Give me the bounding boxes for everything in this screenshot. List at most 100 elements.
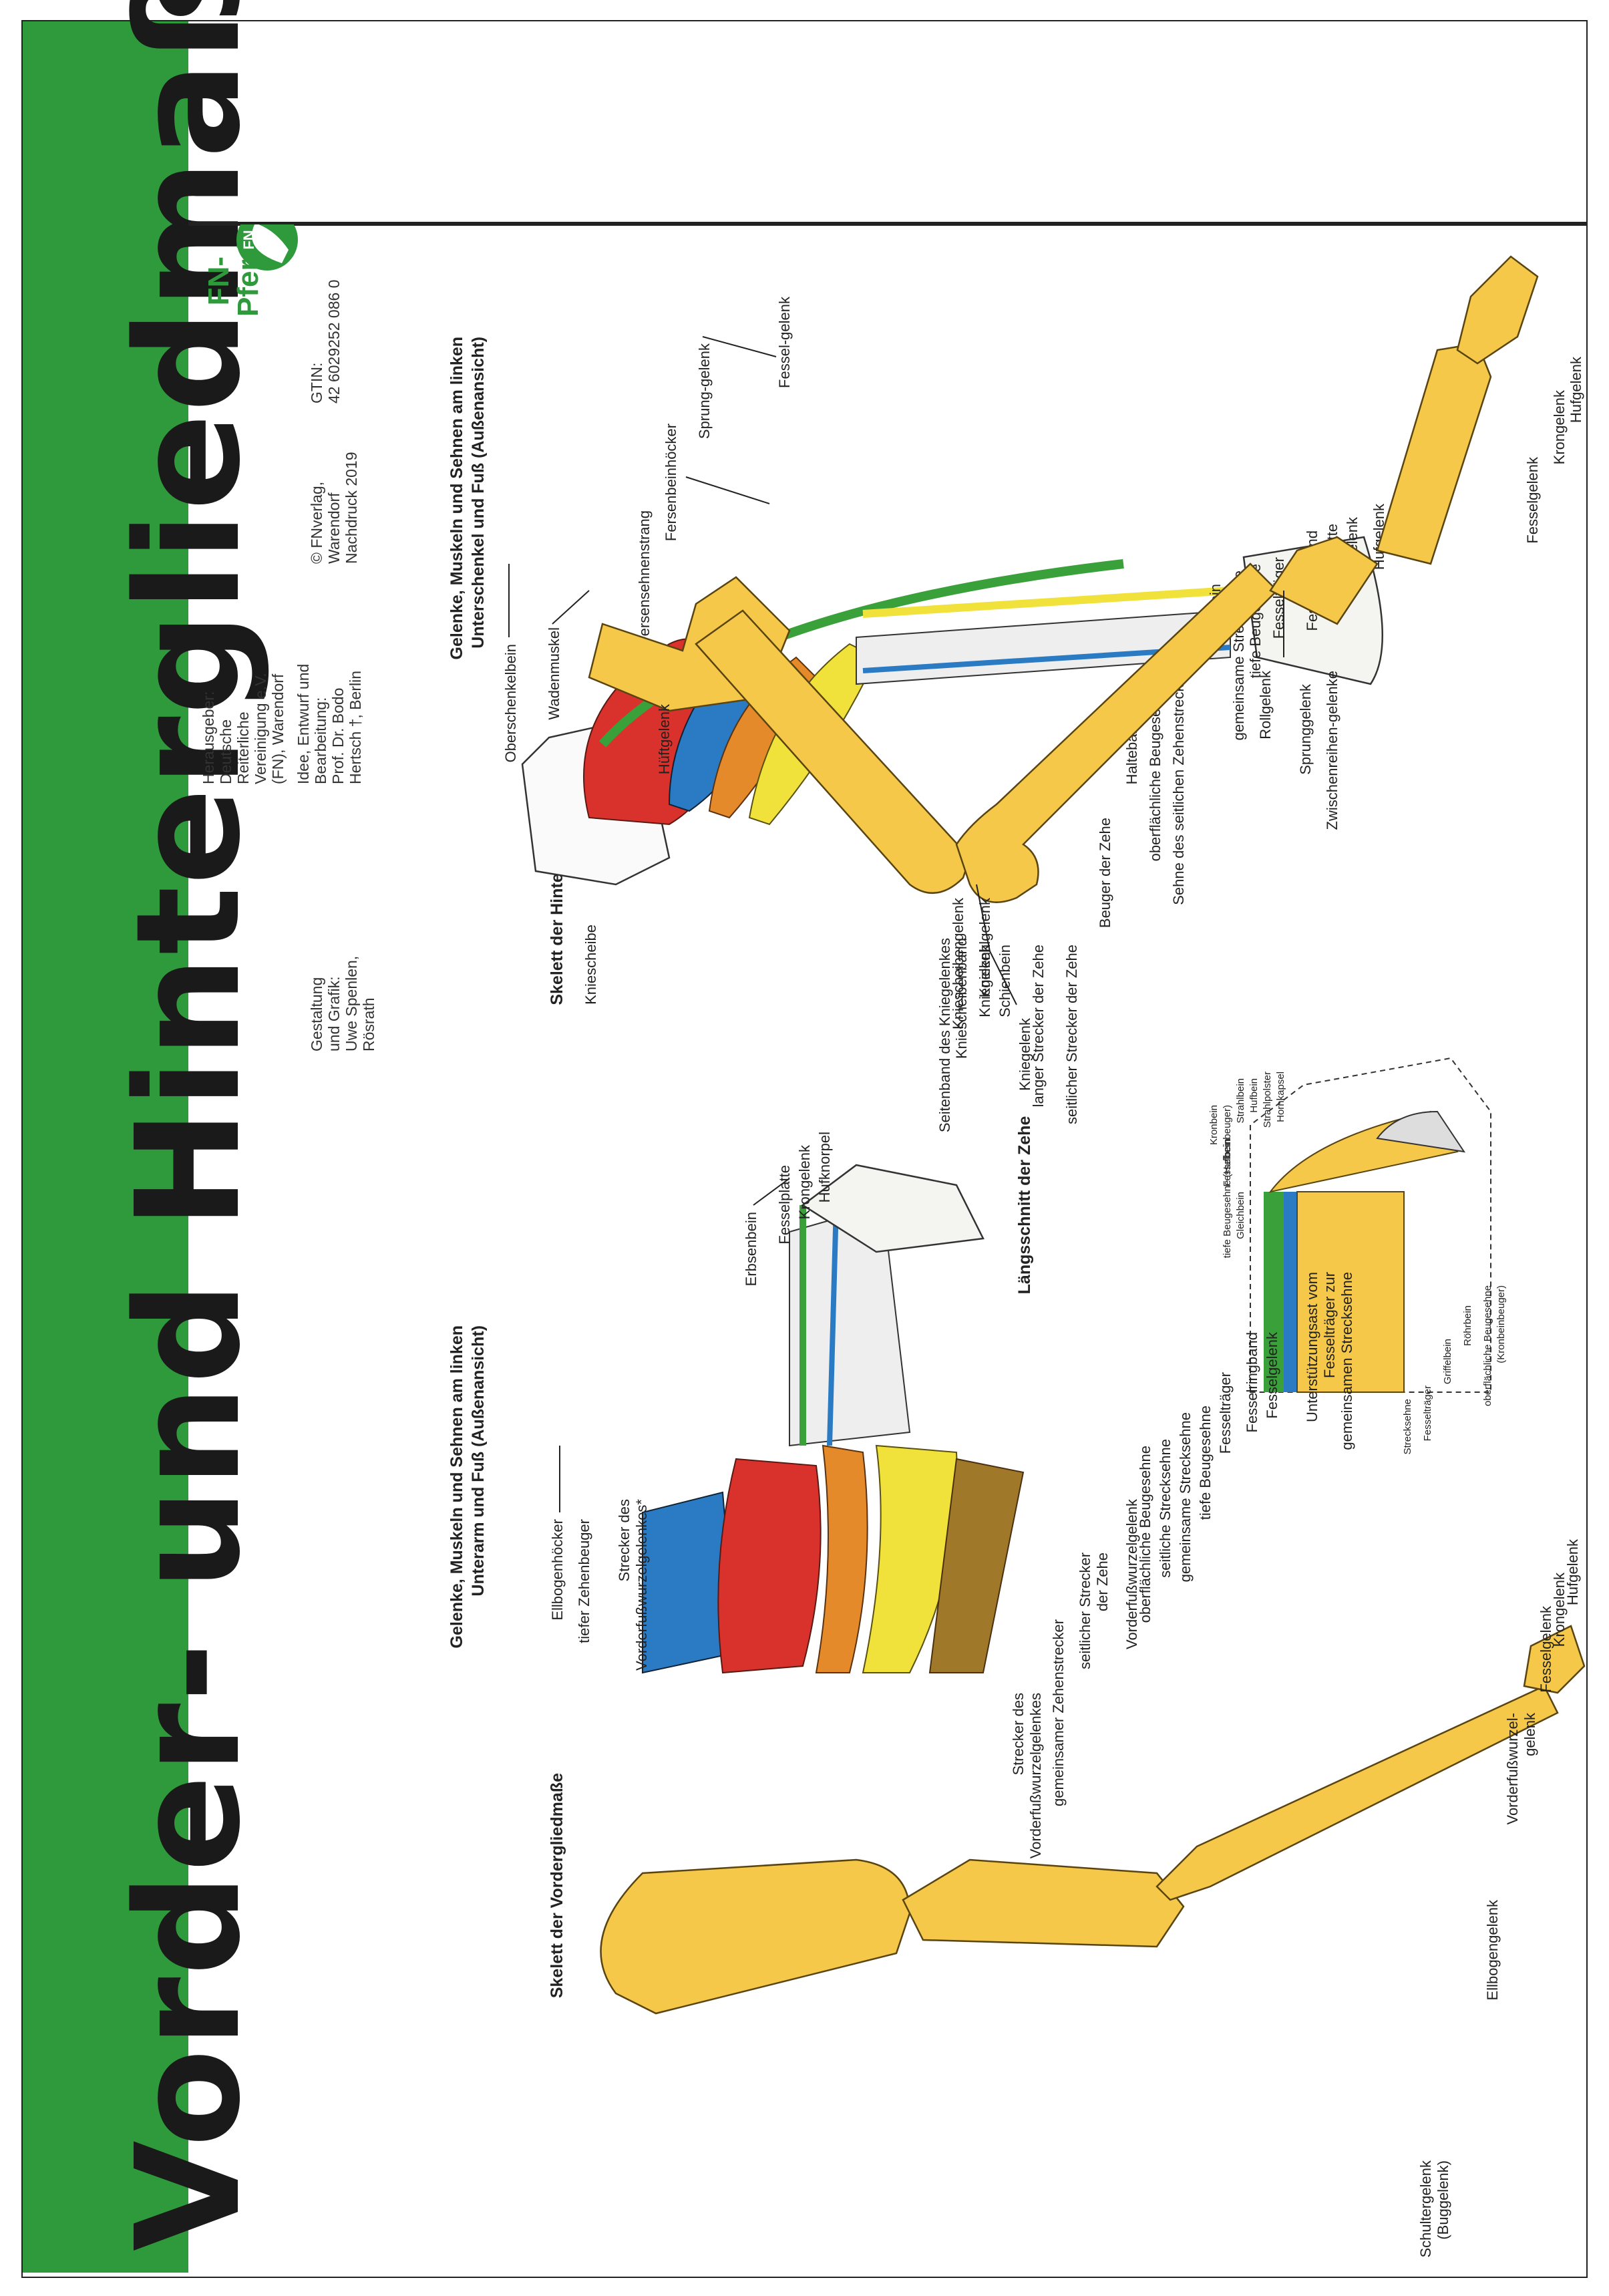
section-title-hind-muscles: Gelenke, Muskeln und Sehnen am linken <box>448 337 466 659</box>
label-hornkapsel-toe: Hornkapsel <box>1275 1072 1286 1122</box>
label-strahlbein-toe: Strahlbein <box>1235 1078 1246 1124</box>
hind-skeleton-labels: Hüftgelenk Kniescheibengelenk Kniekehlge… <box>656 356 1584 1091</box>
label-vorderfusswurzel: Vorderfußwurzel- <box>1504 1713 1521 1825</box>
credit-gtin-2: 42 6029252 086 0 <box>325 280 343 403</box>
label-rollgelenk: Rollgelenk <box>1257 670 1274 740</box>
label-hufbein-toe: Hufbein <box>1248 1078 1260 1113</box>
label-seitliche-strecksehne: seitliche Strecksehne <box>1157 1439 1174 1578</box>
label-fesselplatte-front: Fesselplatte <box>776 1165 793 1245</box>
label-hufgelenk-skel: Hufgelenk <box>1568 356 1584 423</box>
label-fesseltraeger-toe: Fesselträger <box>1422 1385 1433 1441</box>
credit-publisher-2: Deutsche <box>217 719 234 784</box>
label-griffelbein-toe: Griffelbein <box>1442 1339 1453 1384</box>
publisher-credits: Herausgeber: Deutsche Reiterliche Verein… <box>200 280 377 1051</box>
label-der-zehe-front: der Zehe <box>1094 1552 1111 1611</box>
svg-text:FN: FN <box>240 230 257 249</box>
label-vorderfusswurzelgelenkes: Vorderfußwurzelgelenkes <box>1027 1693 1044 1858</box>
label-buggelenk: (Buggelenk) <box>1435 2160 1451 2240</box>
credit-publisher: Herausgeber: <box>200 691 217 784</box>
section-title-hind-muscles-2: Unterschenkel und Fuß (Außenansicht) <box>469 337 488 649</box>
label-oberschenkelbein: Oberschenkelbein <box>502 644 519 762</box>
section-title-front-skeleton: Skelett der Vordergliedmaße <box>548 1773 566 1998</box>
label-gelenk: gelenk <box>1522 1712 1538 1756</box>
label-erbsenbein: Erbsenbein <box>743 1212 759 1286</box>
label-kniescheibenband: Kniescheibenband <box>953 938 970 1059</box>
label-fesselgelenk-front: Fesselgelenk <box>1264 1331 1280 1419</box>
label-fersenbeinhoecker: Fersenbeinhöcker <box>663 424 679 541</box>
label-fesselbein-toe: Fesselbein <box>1222 1138 1233 1187</box>
header: FN- Pferde-tafel FN Herausgeber: Deutsch… <box>200 224 377 1051</box>
label-ellbogenhoecker: Ellbogenhöcker <box>549 1519 566 1621</box>
label-krongelenk-front: Krongelenk <box>796 1144 813 1219</box>
credit-publisher-5: (FN), Warendorf <box>269 673 287 784</box>
front-skeleton-labels: Schultergelenk (Buggelenk) Ellbogengelen… <box>1417 1538 1581 2258</box>
label-strecksehne-toe: Strecksehne <box>1402 1399 1413 1454</box>
label-seitenband: Seitenband des Kniegelenkes <box>936 938 953 1132</box>
label-hufknorpel: Hufknorpel <box>816 1132 833 1202</box>
label-strecker-des: Strecker des <box>1010 1693 1027 1776</box>
label-kniegelenk: Kniegelenk <box>1017 1017 1033 1091</box>
label-kniegelenk-hind: Kniegelenk <box>976 944 993 1017</box>
credit-copyright: © FNverlag, <box>308 482 325 564</box>
credit-design-2: und Grafik: <box>325 977 343 1052</box>
credit-design-3: Uwe Spenlen, <box>343 956 360 1051</box>
label-kronbein-toe: Kronbein <box>1208 1105 1220 1145</box>
label-fesselgelenk-fskel: Fesselgelenk <box>1538 1605 1554 1693</box>
rotated-content: FN- Pferde-tafel FN Herausgeber: Deutsch… <box>188 224 1588 2274</box>
brand-name: FN- <box>202 257 235 305</box>
header-divider <box>188 222 1588 226</box>
label-gemeinsame-strecksehne-front: gemeinsame Strecksehne <box>1177 1412 1194 1582</box>
credit-design: Gestaltung <box>308 977 325 1051</box>
label-kniekehlgelenk: Kniekehlgelenk <box>976 897 993 997</box>
front-muscles-illustration <box>642 1164 1025 1674</box>
label-seitlicher-strecker: seitlicher Strecker der Zehe <box>1063 945 1080 1124</box>
label-kniescheibe: Kniescheibe <box>582 925 599 1005</box>
section-title-front-muscles-2: Unterarm und Fuß (Außenansicht) <box>469 1325 488 1597</box>
section-title-toe-section: Längsschnitt der Zehe <box>1015 1116 1034 1295</box>
label-unterstuetzungsast: Unterstützungsast vom <box>1304 1272 1320 1422</box>
credit-publisher-3: Reiterliche <box>234 711 252 784</box>
credit-gtin: GTIN: <box>308 363 325 403</box>
label-langer-strecker: langer Strecker der Zehe <box>1030 945 1047 1107</box>
label-beuger-der-zehe: Beuger der Zehe <box>1097 818 1113 928</box>
label-strahlpolster-toe: Strahlpolster <box>1262 1072 1273 1128</box>
credit-idea: Idee, Entwurf und <box>295 664 312 784</box>
label-kniescheibengelenk: Kniescheibengelenk <box>950 897 966 1029</box>
label-kronbeinbeuger-toe: (Kronbeinbeuger) <box>1495 1285 1507 1363</box>
front-muscles-labels: Ellbogenhöcker tiefer Zehenbeuger Streck… <box>549 1132 1355 1858</box>
label-krongelenk-fskel: Krongelenk <box>1551 1572 1568 1647</box>
label-fesselgelenk-top: Fessel-gelenk <box>776 296 793 388</box>
label-wadenmuskel: Wadenmuskel <box>546 627 562 720</box>
label-fersensehnenstrang: Fersensehnenstrang <box>636 510 653 645</box>
label-tiefer-zehenbeuger: tiefer Zehenbeuger <box>576 1519 592 1643</box>
label-roehrbein-toe: Röhrbein <box>1462 1305 1473 1346</box>
credit-copyright-3: Nachdruck 2019 <box>343 452 360 564</box>
credit-idea-4: Hertsch †, Berlin <box>347 671 364 784</box>
credit-idea-2: Bearbeitung: <box>312 697 329 784</box>
label-krongelenk-skel: Krongelenk <box>1551 389 1568 464</box>
label-oberfl-beugesehne-front: oberflächliche Beugesehne <box>1137 1446 1153 1623</box>
label-hufgelenk-fskel: Hufgelenk <box>1564 1538 1581 1605</box>
label-hueftgelenk: Hüftgelenk <box>656 703 673 774</box>
label-gleichbein-toe: Gleichbein <box>1235 1192 1246 1239</box>
fn-logo: FN <box>236 224 298 271</box>
content-canvas: FN- Pferde-tafel FN Herausgeber: Deutsch… <box>200 224 1586 2258</box>
label-strecker-vorderfuss: Strecker des <box>616 1499 633 1582</box>
label-sehne-seitl-zehenstreckers: Sehne des seitlichen Zehenstreckers <box>1170 664 1187 905</box>
label-seitlicher-strecker-front: seitlicher Strecker <box>1077 1552 1093 1669</box>
credit-copyright-2: Warendorf <box>325 492 343 564</box>
label-tiefe-beugesehne-toe: tiefe Beugesehne (Hufbeinbeuger) <box>1222 1105 1233 1258</box>
toe-section-labels: Strecksehne Fesselträger Griffelbein Röh… <box>1208 1072 1507 1454</box>
label-zwischenreihengelenke: Zwischenreihen-gelenke <box>1324 671 1340 830</box>
credit-idea-3: Prof. Dr. Bodo <box>329 688 347 784</box>
label-gemeinsamen-strecksehne: gemeinsamen Strecksehne <box>1338 1272 1355 1450</box>
label-gemeinsamer-zehenstrecker: gemeinsamer Zehenstrecker <box>1050 1619 1067 1806</box>
label-fesselgelenk-skel: Fesselgelenk <box>1524 456 1541 544</box>
section-title-front-muscles: Gelenke, Muskeln und Sehnen am linken <box>448 1325 466 1648</box>
label-fesseltraeger-zur: Fesselträger zur <box>1321 1272 1338 1378</box>
credit-publisher-4: Vereinigung e.V. <box>252 673 269 784</box>
credit-design-4: Rösrath <box>360 997 377 1051</box>
label-schultergelenk: Schultergelenk <box>1417 2160 1434 2258</box>
label-sprunggelenk-skel: Sprunggelenk <box>1297 683 1314 775</box>
